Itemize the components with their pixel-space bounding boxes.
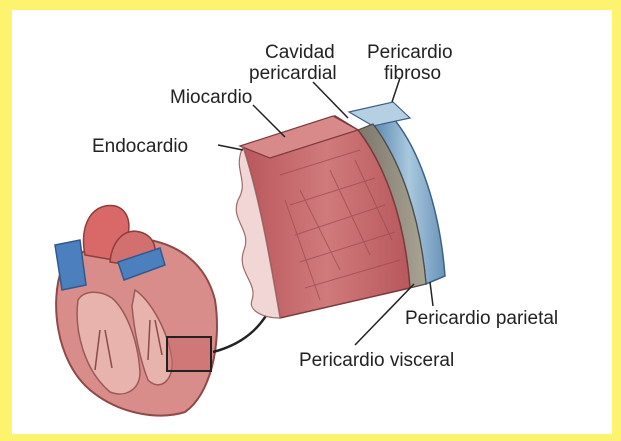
label-fibroso-line1: Pericardio <box>367 42 453 63</box>
label-pericardio-visceral: Pericardio visceral <box>299 350 454 371</box>
label-fibroso-line2: fibroso <box>384 63 441 84</box>
leader-cavidad <box>313 82 348 118</box>
label-miocardio: Miocardio <box>170 87 252 108</box>
label-endocardio: Endocardio <box>92 136 188 157</box>
leader-parietal <box>430 282 433 306</box>
label-pericardio-parietal: Pericardio parietal <box>405 308 558 329</box>
fibrous-pericardium-top <box>349 102 410 126</box>
leader-miocardio <box>253 105 285 137</box>
label-cavidad-line1: Cavidad <box>265 42 335 63</box>
zoom-box <box>167 337 211 371</box>
label-cavidad-line2: pericardial <box>249 63 337 84</box>
wall-section <box>236 102 445 318</box>
